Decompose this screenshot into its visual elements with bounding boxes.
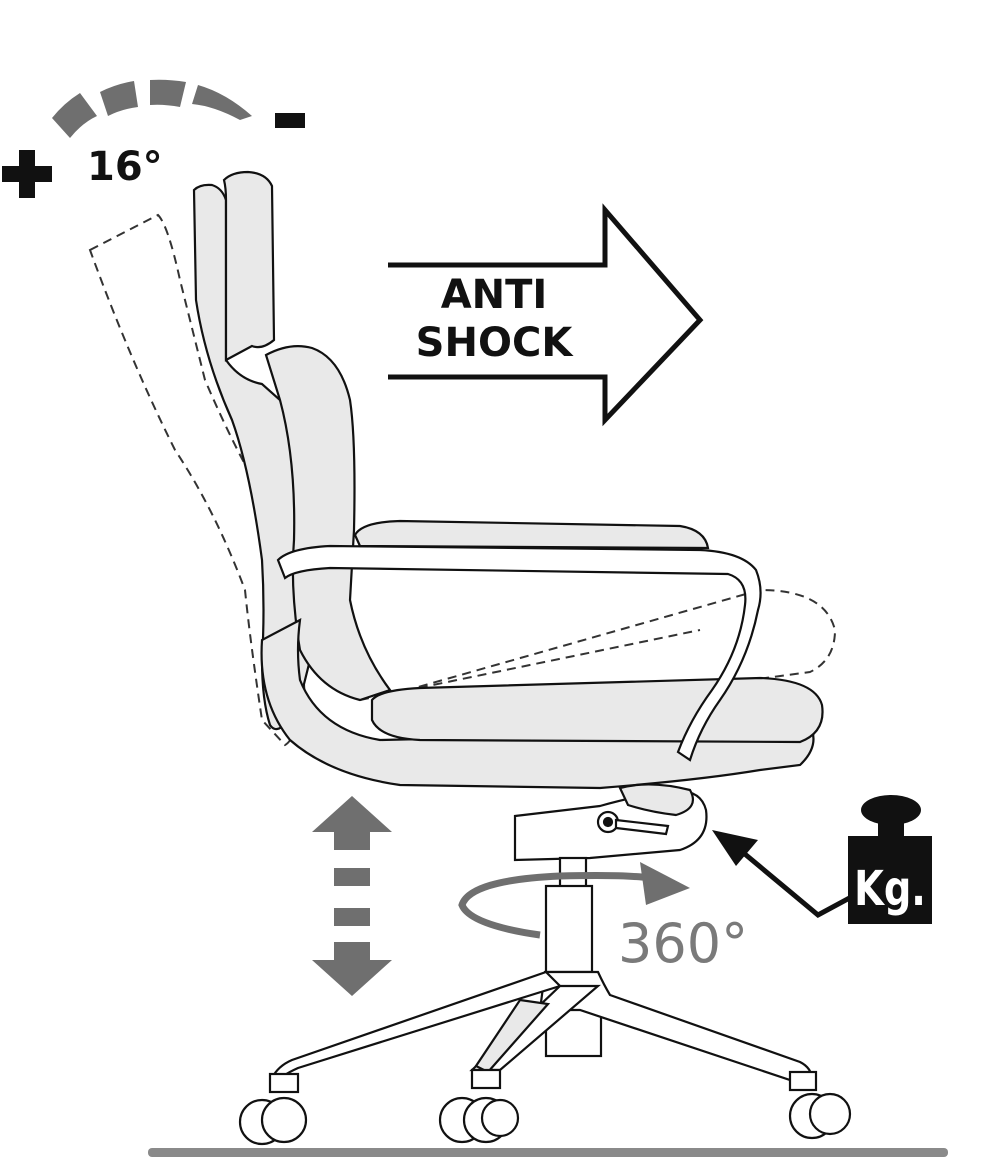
tilt-mechanism	[513, 783, 708, 862]
caster-right	[788, 1070, 852, 1140]
gas-cylinder	[544, 856, 603, 1058]
weight-unit-label: Kg.	[854, 862, 926, 917]
tilt-plus-icon	[2, 150, 52, 198]
seat-cushion	[370, 676, 824, 744]
weight-pointer-arrow	[712, 830, 870, 919]
backrest	[192, 170, 815, 790]
reclined-seat-outline	[359, 588, 837, 701]
double-arrow-vertical-icon	[312, 796, 392, 996]
tilt-angle-label: 16°	[87, 144, 163, 190]
star-base	[270, 970, 814, 1090]
caster-left	[238, 1072, 308, 1146]
tilt-minus-icon	[275, 113, 305, 128]
rotation-label: 360°	[618, 912, 748, 975]
tilt-arc-icon	[52, 79, 252, 138]
anti-shock-label-line2: SHOCK	[416, 320, 575, 366]
reclined-backrest-outline	[88, 213, 307, 747]
kettlebell-weight-icon	[848, 795, 932, 924]
anti-shock-label-line1: ANTI	[441, 272, 548, 318]
caster-center	[438, 1068, 520, 1144]
anti-shock-arrow-icon	[388, 203, 704, 427]
floor-line	[148, 1148, 948, 1157]
armrest	[276, 519, 762, 762]
rotation-arrow-icon	[458, 862, 690, 939]
